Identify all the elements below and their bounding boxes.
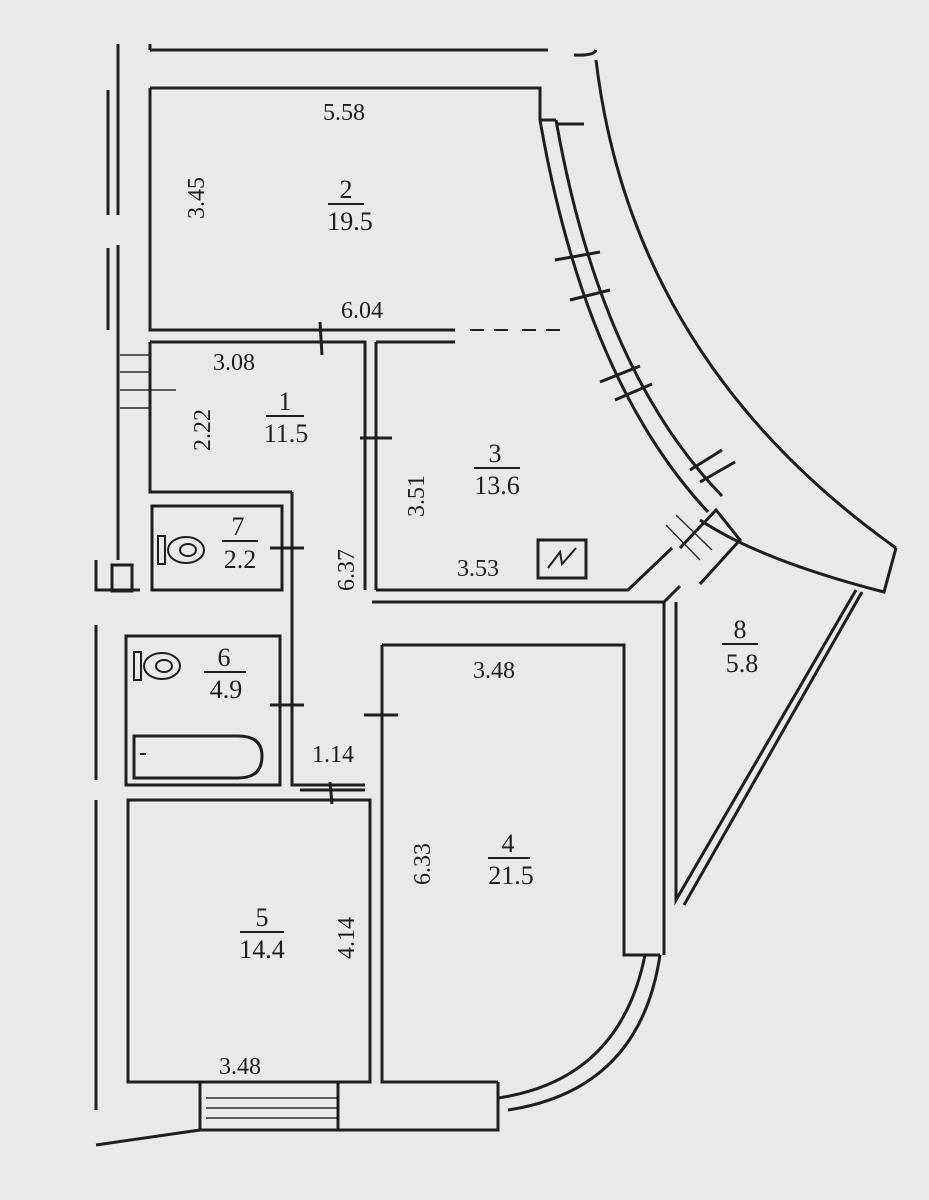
room-3-walls: [372, 507, 742, 604]
room-2-area: 19.5: [327, 207, 373, 236]
dim-room3-depth: 3.51: [404, 475, 430, 517]
room-1-walls: [120, 321, 455, 590]
dimension-labels: 5.58 3.45 6.04 3.08 2.22 6.37 3.51 3.53 …: [184, 100, 515, 1080]
stove-icon: [536, 538, 588, 580]
dim-corridor-length: 6.37: [334, 549, 360, 591]
room-5-walls: [126, 781, 372, 1084]
dim-room2-width: 5.58: [323, 100, 365, 126]
bathtub-icon: [132, 734, 264, 780]
room-2-walls: [148, 86, 560, 332]
room-8-area: 5.8: [726, 649, 759, 678]
room-7-walls: [110, 492, 365, 787]
dim-room5-width: 3.48: [219, 1054, 261, 1080]
room-5-number: 5: [256, 903, 269, 932]
room-1-area: 11.5: [264, 419, 309, 448]
lower-window: [198, 1082, 500, 1132]
room-6-walls: [124, 634, 304, 787]
dim-passage-width: 1.14: [312, 742, 354, 768]
room-3-number: 3: [489, 439, 502, 468]
room-labels: 2 19.5 1 11.5 3 13.6 7 2.2 6 4.9 8 5.8 4…: [204, 175, 758, 964]
room-2-number: 2: [340, 175, 353, 204]
room-4-area: 21.5: [488, 861, 534, 890]
room-6-number: 6: [218, 643, 231, 672]
room-7-area: 2.2: [224, 545, 257, 574]
dim-room1-depth: 2.22: [190, 409, 216, 451]
bay-window-upper: [538, 59, 898, 594]
room-6-area: 4.9: [210, 675, 243, 704]
outer-walls: [94, 44, 598, 1147]
room-8-number: 8: [734, 615, 747, 644]
toilet-icon: [157, 535, 205, 565]
room-8-walls: [662, 589, 864, 955]
room-4-walls: [364, 643, 662, 1112]
room-7-number: 7: [232, 512, 245, 541]
dim-room2-depth: 3.45: [184, 177, 210, 219]
dim-room3-width: 3.53: [457, 556, 499, 582]
room-5-area: 14.4: [239, 935, 285, 964]
dim-room2-bottom: 6.04: [341, 298, 383, 324]
dim-room4-depth: 6.33: [410, 843, 436, 885]
room-1-number: 1: [279, 387, 292, 416]
dim-room1-width: 3.08: [213, 350, 255, 376]
dim-room4-width: 3.48: [473, 658, 515, 684]
toilet-icon: [133, 651, 181, 681]
room-3-area: 13.6: [474, 471, 520, 500]
room-4-number: 4: [502, 829, 515, 858]
dim-room5-depth: 4.14: [334, 917, 360, 959]
